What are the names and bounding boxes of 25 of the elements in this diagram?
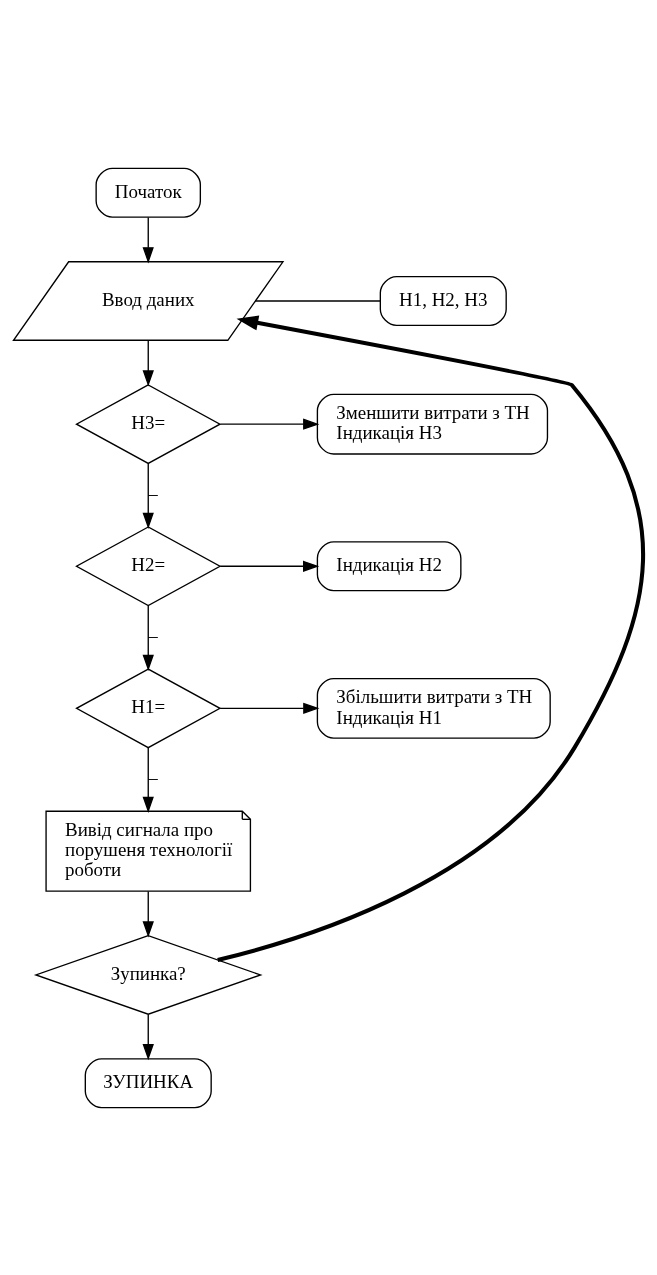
node-box: Збільшити витрати з ТН Індикація Н1 [316,677,551,739]
arrow [142,462,154,529]
node-diamond: Н1= [75,667,222,748]
arrow [219,702,320,714]
node-diamond: Н2= [75,525,222,606]
arrow [142,216,154,263]
edge-label: – [148,482,158,504]
node-box: Початок [95,167,201,218]
connector [254,299,381,302]
arrow [142,890,154,938]
node-diamond: Зупинка? [33,934,263,1015]
arrow [142,746,154,813]
arrow [219,560,320,572]
arrow [142,1013,154,1060]
node-box: ЗУПИНКА [84,1057,212,1108]
arrow [219,418,320,430]
arrow [217,314,645,962]
arrow [142,604,154,671]
edge-label: – [148,766,158,788]
node-box: Зменшити витрати з ТН Індикація Н3 [316,393,549,455]
edge-label: – [148,624,158,646]
node-box: Н1, Н2, Н3 [379,275,507,326]
node-box: Індикація Н2 [316,540,462,591]
node-diamond: Н3= [75,383,222,464]
arrow [142,339,154,387]
